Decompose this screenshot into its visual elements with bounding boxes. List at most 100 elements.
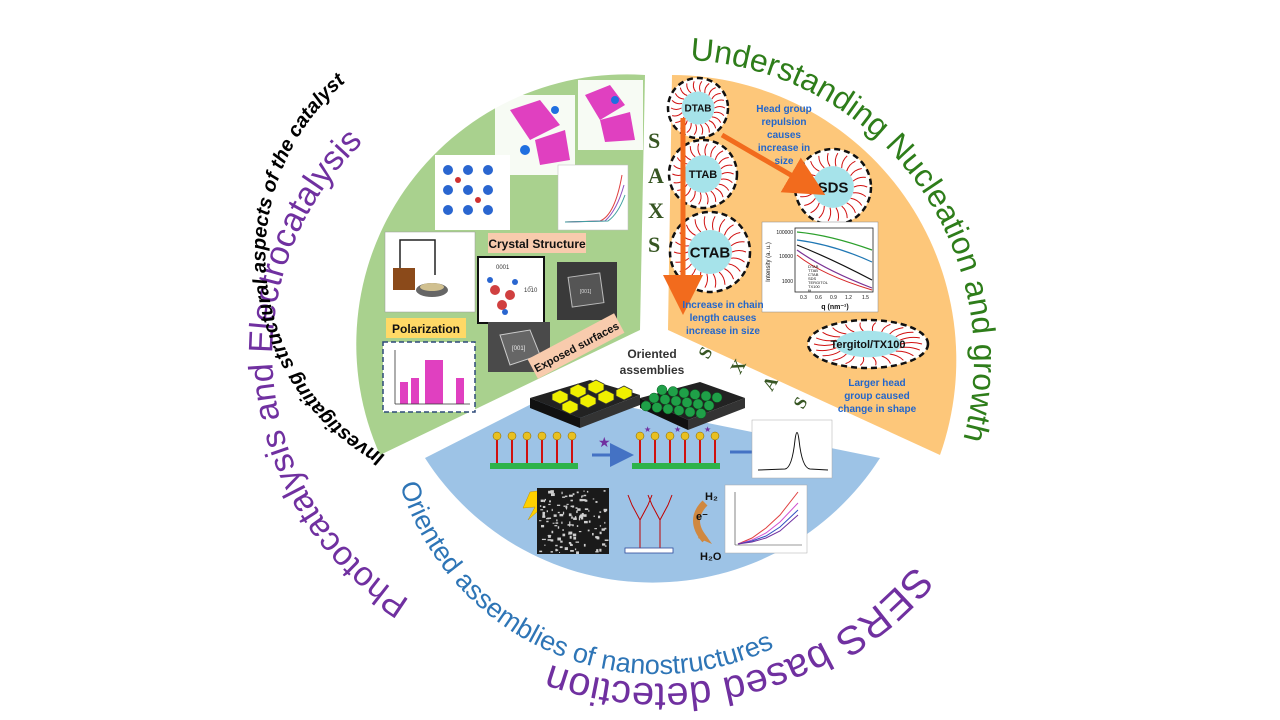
nanosphere bbox=[648, 392, 660, 404]
svg-text:TX100: TX100 bbox=[808, 284, 821, 289]
saxs-letters-left: S A X S bbox=[648, 128, 664, 257]
micelle-label-dtab: DTAB bbox=[684, 104, 711, 115]
svg-text:1000: 1000 bbox=[782, 279, 793, 285]
svg-text:1.5: 1.5 bbox=[862, 295, 869, 301]
nanosphere bbox=[684, 406, 696, 418]
svg-text:[001]: [001] bbox=[580, 289, 592, 295]
polarization-bar-chart bbox=[382, 341, 476, 413]
svg-text:Polarization: Polarization bbox=[392, 322, 460, 336]
chain-length-note: Increase in chain length causes increase… bbox=[682, 300, 764, 337]
micelle-tergitol: Tergitol/TX100 bbox=[806, 318, 930, 370]
oriented-assemblies-label-2: assemblies bbox=[620, 363, 685, 377]
nanosphere bbox=[662, 403, 674, 415]
hexagon-platform bbox=[530, 379, 640, 428]
gold-nanoparticle bbox=[507, 431, 517, 441]
nanosphere bbox=[670, 395, 682, 407]
svg-text:X: X bbox=[648, 198, 664, 223]
polyhedra-image-2 bbox=[578, 80, 643, 150]
svg-text:0.3: 0.3 bbox=[800, 295, 807, 301]
nanosphere bbox=[667, 386, 679, 397]
analyte-molecule: ★ bbox=[674, 425, 681, 434]
gold-nanoparticle bbox=[552, 431, 562, 441]
gold-nanoparticle bbox=[710, 431, 720, 441]
polarization-label: Polarization bbox=[386, 318, 466, 338]
raman-peak-plot bbox=[751, 419, 833, 479]
diagonal-arrow bbox=[720, 132, 826, 196]
nanosphere bbox=[656, 384, 668, 396]
nanosphere bbox=[692, 398, 704, 410]
analyte-molecule: ★ bbox=[644, 425, 651, 434]
nanosphere bbox=[673, 405, 685, 416]
svg-text:SDS: SDS bbox=[808, 276, 817, 281]
gold-nanoparticle bbox=[680, 431, 690, 441]
sphere-platform bbox=[640, 382, 745, 430]
svg-text:TTAB: TTAB bbox=[808, 268, 818, 273]
gold-nanoparticle bbox=[665, 431, 675, 441]
electron-arrow: e⁻ bbox=[693, 500, 712, 544]
oriented-assemblies-label: Oriented bbox=[627, 347, 676, 361]
h2o-label: H₂O bbox=[700, 551, 722, 563]
crystal-lattice-image bbox=[435, 155, 510, 230]
svg-text:DTAB: DTAB bbox=[808, 264, 819, 269]
nanosphere bbox=[700, 390, 712, 402]
analyte-molecule: ★ bbox=[704, 425, 711, 434]
svg-text:CTAB: CTAB bbox=[808, 272, 819, 277]
svg-text:S: S bbox=[789, 393, 811, 412]
nanosphere bbox=[678, 387, 690, 399]
svg-text:10000: 10000 bbox=[779, 254, 793, 260]
svg-text:S: S bbox=[648, 128, 660, 153]
gold-nanoparticle bbox=[492, 431, 502, 441]
polymer-schematic bbox=[624, 494, 674, 554]
svg-text:TERGITOL: TERGITOL bbox=[808, 280, 829, 285]
nanosphere bbox=[640, 400, 652, 412]
svg-text:Crystal Structure: Crystal Structure bbox=[488, 237, 586, 251]
larger-head-note: Larger head group caused change in shape bbox=[837, 378, 917, 415]
gold-nanoparticle bbox=[522, 431, 532, 441]
h2-evolution-plot bbox=[724, 484, 808, 554]
nanosphere bbox=[681, 397, 693, 408]
analyte-star: ★ bbox=[598, 434, 611, 450]
svg-text:A: A bbox=[648, 163, 664, 188]
crystal-structure-label: Crystal Structure bbox=[488, 233, 586, 253]
sers-substrate-2: ★ ★ ★ bbox=[632, 425, 720, 469]
gold-nanoparticle bbox=[537, 431, 547, 441]
gold-nanoparticle bbox=[695, 431, 705, 441]
nanosphere bbox=[695, 408, 707, 419]
micelle-label-ttab: TTAB bbox=[689, 169, 718, 181]
svg-text:S: S bbox=[648, 232, 660, 257]
svg-text:Intensity (a. u.): Intensity (a. u.) bbox=[766, 242, 772, 282]
svg-text:fit: fit bbox=[808, 288, 812, 293]
micelle-label-tergitol: Tergitol/TX100 bbox=[831, 339, 906, 351]
svg-text:10̅10: 10̅10 bbox=[524, 287, 538, 294]
head-group-note: Head group repulsion causes increase in … bbox=[756, 104, 812, 167]
nanosphere bbox=[659, 394, 671, 405]
gold-nanoparticle bbox=[635, 431, 645, 441]
svg-text:0001: 0001 bbox=[496, 265, 510, 271]
nanosphere bbox=[689, 389, 701, 400]
micelle-label-sds: SDS bbox=[818, 179, 849, 196]
svg-text:q (nm⁻¹): q (nm⁻¹) bbox=[821, 304, 848, 311]
nanosphere bbox=[703, 400, 715, 411]
nanosphere bbox=[711, 392, 723, 403]
photocurrent-plot bbox=[557, 164, 629, 231]
gold-nanoparticle bbox=[650, 431, 660, 441]
svg-text:[001]: [001] bbox=[512, 346, 526, 352]
svg-text:1.2: 1.2 bbox=[845, 295, 852, 301]
svg-text:e⁻: e⁻ bbox=[696, 511, 708, 523]
tem-image-1: [001] bbox=[557, 262, 617, 320]
micelle-label-ctab: CTAB bbox=[690, 244, 731, 261]
sem-image bbox=[537, 488, 609, 555]
h2-label: H₂ bbox=[705, 491, 718, 503]
gold-nanoparticle bbox=[567, 431, 577, 441]
svg-text:0.9: 0.9 bbox=[830, 295, 837, 301]
sers-substrate-1 bbox=[490, 431, 578, 469]
facet-model-image: 0001 10̅10 bbox=[477, 256, 545, 324]
micelle-dtab: DTAB bbox=[666, 76, 730, 140]
saxs-intensity-plot: Intensity (a. u.) q (nm⁻¹) 100000 10000 … bbox=[761, 221, 879, 313]
corona-setup-image bbox=[384, 231, 476, 313]
micelle-ttab: TTAB bbox=[667, 138, 739, 210]
nanosphere bbox=[651, 402, 663, 413]
svg-text:0.6: 0.6 bbox=[815, 295, 822, 301]
svg-text:100000: 100000 bbox=[776, 230, 793, 236]
